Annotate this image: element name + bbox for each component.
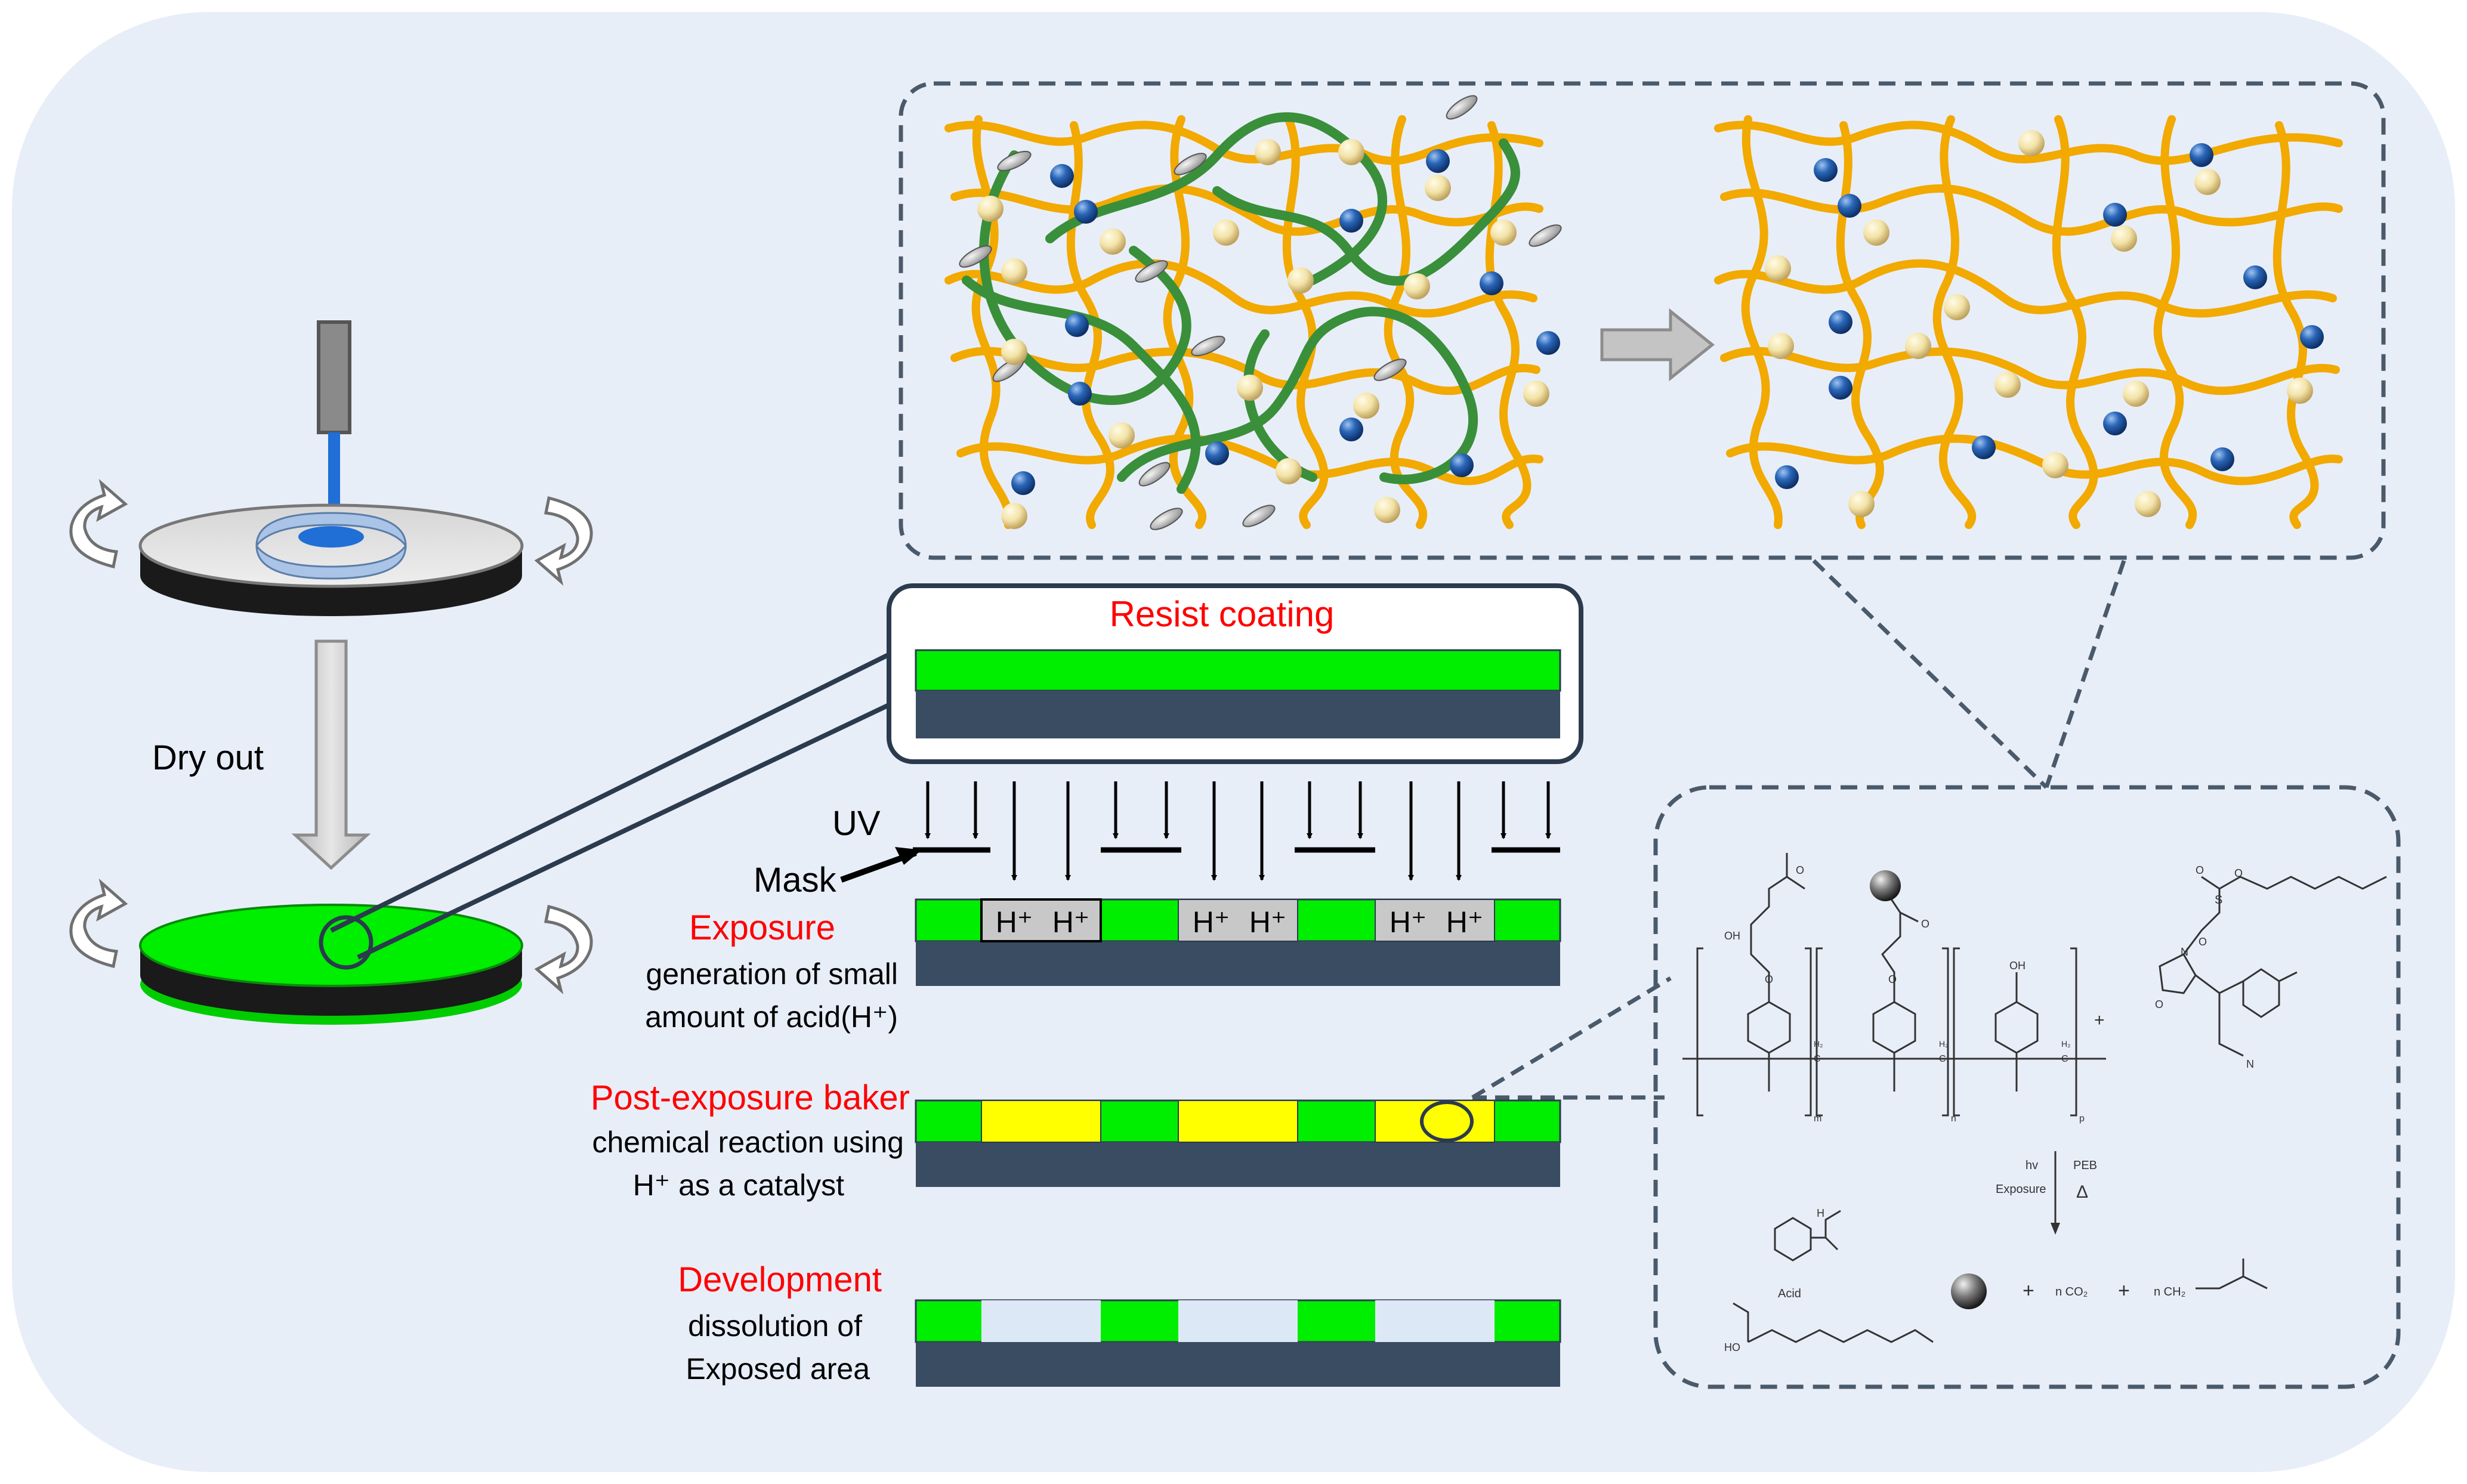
svg-text:C: C	[1814, 1054, 1821, 1064]
development-line2: Exposed area	[686, 1352, 870, 1386]
crosslink-nodes	[1775, 143, 2324, 489]
svg-text:Δ: Δ	[2076, 1182, 2088, 1202]
svg-text:n: n	[1951, 1114, 1956, 1124]
rotate-left-icon	[69, 878, 128, 969]
svg-text:H⁺: H⁺	[1249, 905, 1287, 939]
coated-wafer	[139, 904, 523, 987]
resist-puddle	[298, 526, 364, 548]
polymer-network-panel	[899, 81, 2386, 560]
svg-text:O: O	[1796, 864, 1804, 876]
zoom-circle	[319, 915, 373, 970]
svg-text:O: O	[1765, 973, 1773, 985]
svg-text:C: C	[1939, 1054, 1946, 1064]
photoacid-particles	[1765, 130, 2313, 517]
svg-text:H₂: H₂	[1814, 1039, 1823, 1049]
svg-text:N: N	[2181, 946, 2188, 958]
reaction-arrow-head	[2051, 1223, 2060, 1235]
svg-text:+: +	[2118, 1279, 2130, 1302]
svg-text:O: O	[2155, 998, 2163, 1010]
mask-label: Mask	[754, 861, 837, 899]
svg-text:H⁺: H⁺	[1193, 905, 1230, 939]
svg-text:O: O	[2196, 864, 2204, 876]
photoacid-particles	[977, 139, 1549, 529]
svg-text:n CO₂: n CO₂	[2055, 1285, 2088, 1298]
dispenser-nozzle	[317, 320, 351, 434]
peb-line2: H⁺ as a catalyst	[633, 1168, 844, 1202]
resist-layer	[915, 649, 1561, 692]
svg-text:Exposure: Exposure	[1996, 1183, 2046, 1196]
svg-text:PEB: PEB	[2073, 1159, 2097, 1172]
svg-text:hv: hv	[2026, 1159, 2038, 1172]
peb-line1: chemical reaction using	[592, 1126, 904, 1159]
svg-text:Acid: Acid	[1778, 1287, 1801, 1300]
svg-text:H⁺: H⁺	[1390, 905, 1427, 939]
chemistry-labels: OH O O O O OH H₂ C H₂ C H₂ C m n p + S O…	[1724, 864, 2254, 1353]
protecting-group-ball	[1870, 870, 1901, 901]
svg-text:+: +	[2094, 1010, 2105, 1030]
h-plus-labels: H⁺ H⁺ H⁺ H⁺ H⁺ H⁺	[996, 905, 1484, 939]
svg-text:n CH₂: n CH₂	[2154, 1285, 2185, 1298]
svg-text:H⁺: H⁺	[1052, 905, 1090, 939]
polymer-network-after	[1714, 115, 2343, 529]
dry-out-label: Dry out	[152, 738, 264, 777]
transition-arrow-icon	[1600, 308, 1715, 382]
svg-text:H₂: H₂	[1939, 1039, 1949, 1049]
zoom-line-top	[330, 645, 905, 933]
uv-arrows	[925, 781, 1551, 881]
svg-text:S: S	[2215, 894, 2222, 907]
svg-text:H⁺: H⁺	[1446, 905, 1484, 939]
development-strip	[915, 1299, 1561, 1387]
substrate-layer	[916, 691, 1560, 738]
svg-text:H⁺: H⁺	[996, 905, 1033, 939]
rotate-right-icon	[534, 496, 593, 586]
peb-title: Post-exposure baker	[591, 1078, 910, 1117]
exposure-line1: generation of small	[646, 957, 898, 991]
exposure-line2: amount of acid(H⁺)	[645, 1000, 898, 1034]
peb-strip	[915, 1099, 1561, 1187]
polymer-structure	[1682, 853, 2387, 1226]
development-title: Development	[678, 1260, 882, 1299]
svg-text:OH: OH	[1724, 930, 1740, 942]
svg-text:m: m	[1814, 1114, 1821, 1124]
svg-text:p: p	[2079, 1114, 2085, 1124]
svg-text:O: O	[2199, 936, 2207, 948]
svg-text:OH: OH	[2009, 960, 2026, 972]
zoom-line-bottom	[357, 695, 905, 960]
polymer-network-before	[944, 95, 1562, 530]
resist-coating-title: Resist coating	[1110, 594, 1335, 634]
rotate-right-icon	[534, 904, 593, 995]
svg-text:C: C	[2061, 1054, 2068, 1064]
svg-text:HO: HO	[1724, 1341, 1740, 1353]
svg-text:O: O	[1921, 918, 1929, 930]
svg-text:+: +	[2023, 1279, 2034, 1302]
svg-text:O: O	[2234, 867, 2243, 879]
exposure-strip	[915, 898, 1561, 986]
svg-text:O: O	[1888, 973, 1897, 985]
svg-text:H₂: H₂	[2061, 1039, 2071, 1049]
peb-zoom-circle	[1420, 1100, 1474, 1142]
protecting-group-ellipses	[959, 95, 1562, 530]
chemistry-panel	[1653, 785, 2401, 1389]
rotate-left-icon	[69, 478, 128, 569]
svg-text:N: N	[2246, 1058, 2254, 1070]
exposure-title: Exposure	[689, 908, 835, 947]
uv-label: UV	[832, 804, 881, 843]
crosslink-nodes	[1011, 149, 1560, 495]
panel-connectors	[1471, 559, 2126, 1100]
spin-coater-top	[69, 320, 593, 616]
development-line1: dissolution of	[688, 1309, 862, 1343]
svg-text:H: H	[1817, 1207, 1824, 1219]
leaving-group-ball	[1951, 1273, 1987, 1309]
down-arrow-icon	[291, 639, 371, 870]
acid-products	[1733, 1210, 2268, 1343]
